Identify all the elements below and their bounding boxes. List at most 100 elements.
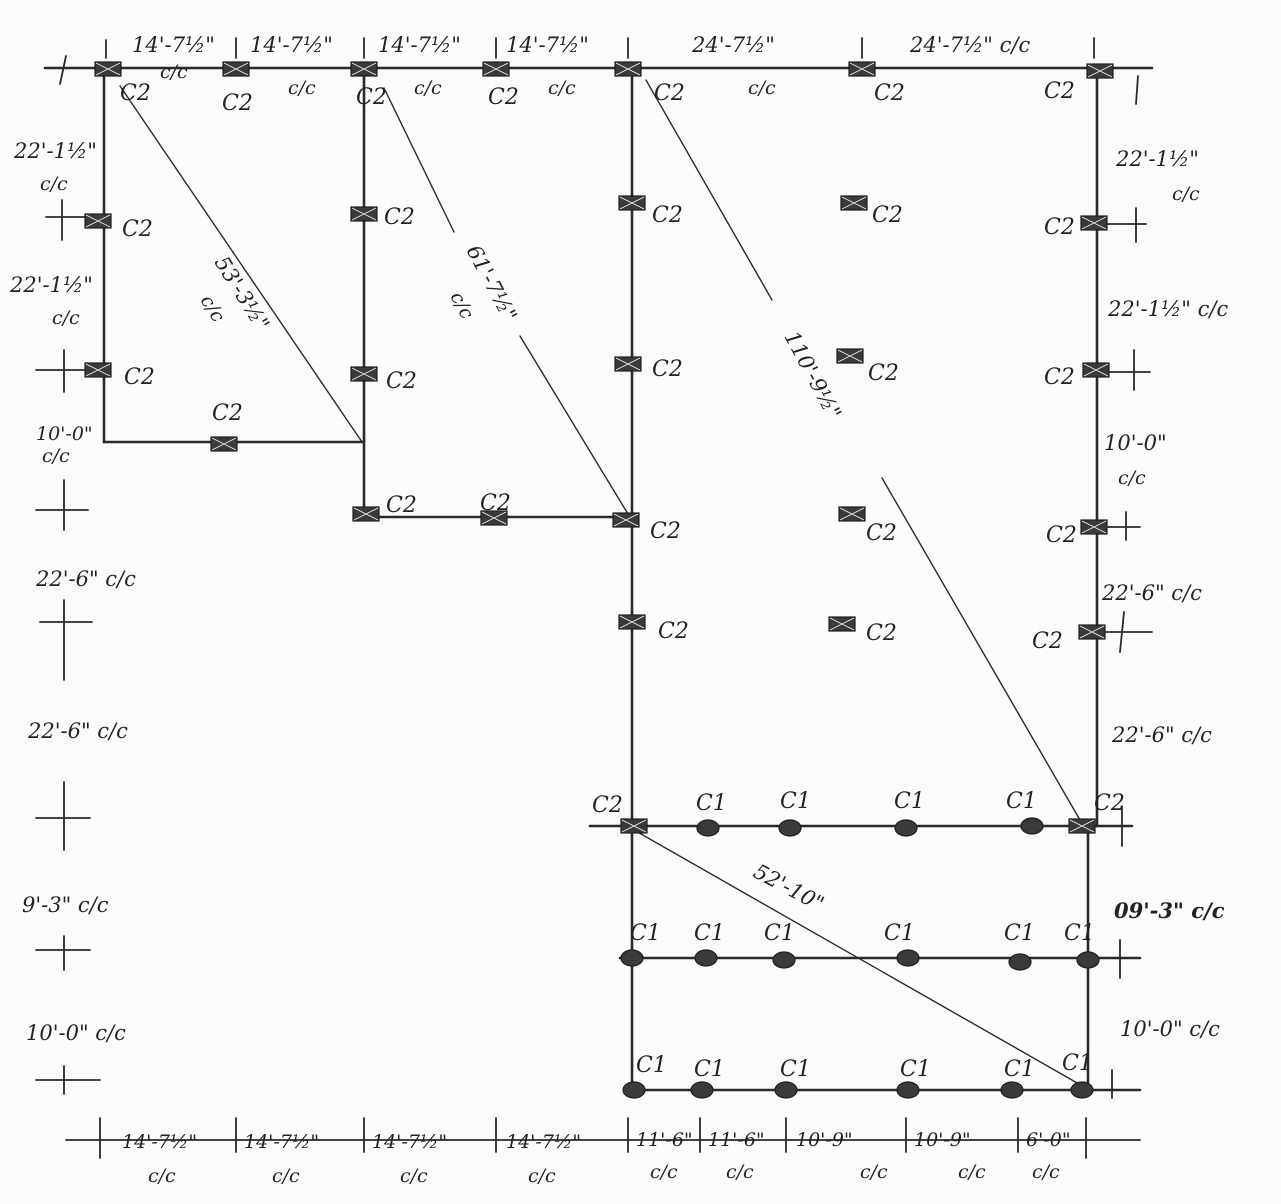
tick <box>1135 75 1139 105</box>
dim-right-5: 22'-6" c/c <box>1111 723 1212 747</box>
column-c1-marker <box>1000 1081 1024 1099</box>
column-label-c1: C1 <box>764 921 795 946</box>
dim-bottom-5-cc: c/c <box>650 1161 678 1183</box>
diagonal-line-3b <box>881 477 1081 821</box>
dim-top-5-cc: c/c <box>748 77 776 99</box>
column-label-c2: C2 <box>868 361 899 386</box>
column-c1-marker <box>694 949 718 967</box>
column-c1-marker <box>1020 817 1044 835</box>
diag-label-1-cc: c/c <box>196 291 230 326</box>
column-c2-marker <box>480 510 508 526</box>
column-label-c2: C2 <box>488 85 519 110</box>
column-c2-marker <box>84 213 112 229</box>
column-label-c2: C2 <box>1044 215 1075 240</box>
dim-bottom-4: 14'-7½" <box>506 1131 581 1153</box>
diagonal-labels: 53'-3½" c/c 61'-7½" c/c 110'-9½" 52'-10" <box>196 241 846 916</box>
column-label-c1: C1 <box>1006 789 1037 814</box>
column-label-c1: C1 <box>696 791 727 816</box>
dim-bottom-2-cc: c/c <box>272 1165 300 1187</box>
column-c2-marker <box>350 206 378 222</box>
tick <box>59 55 67 85</box>
column-label-c1: C1 <box>884 921 915 946</box>
column-label-c2: C2 <box>1046 523 1077 548</box>
column-c2-marker <box>620 818 648 834</box>
dim-top-4: 14'-7½" <box>506 33 589 57</box>
column-c2-marker <box>836 348 864 364</box>
column-label-c2: C2 <box>652 357 683 382</box>
column-c1-marker <box>1008 953 1032 971</box>
column-c1-marker <box>772 951 796 969</box>
dim-top-2: 14'-7½" <box>250 33 333 57</box>
column-label-c2: C2 <box>384 205 415 230</box>
diag-label-3: 110'-9½" <box>780 327 846 423</box>
dim-left-1-cc: c/c <box>40 173 68 195</box>
column-label-c1: C1 <box>780 1057 811 1082</box>
column-c2-marker <box>828 616 856 632</box>
column-c2-marker <box>618 614 646 630</box>
column-c2-marker <box>352 506 380 522</box>
column-label-c2: C2 <box>1044 365 1075 390</box>
column-label-c2: C2 <box>212 401 243 426</box>
column-c2-marker <box>612 512 640 528</box>
column-c2-marker <box>94 61 122 77</box>
column-label-c1: C1 <box>1004 921 1035 946</box>
dim-top-5: 24'-7½" <box>691 33 775 57</box>
top-ticks <box>59 37 1139 105</box>
dim-bottom-1-cc: c/c <box>148 1165 176 1187</box>
column-c1-marker <box>690 1081 714 1099</box>
column-label-c1: C1 <box>894 789 925 814</box>
diagonal-line-1 <box>119 85 363 443</box>
column-c1-marker <box>774 1081 798 1099</box>
dim-bottom-9: 6'-0" <box>1026 1129 1071 1151</box>
column-label-c1: C1 <box>694 921 725 946</box>
column-c2-marker <box>210 436 238 452</box>
column-c1-marker <box>622 1081 646 1099</box>
column-c2-marker <box>618 195 646 211</box>
column-c1-marker <box>896 1081 920 1099</box>
dim-bottom-8-cc: c/c <box>958 1161 986 1183</box>
column-label-c2: C2 <box>480 491 511 516</box>
column-label-c1: C1 <box>780 789 811 814</box>
diag-label-2-cc: c/c <box>446 288 479 323</box>
dim-left-7: 10'-0" c/c <box>26 1021 126 1045</box>
structural-lines <box>43 66 1154 1092</box>
diag-label-4: 52'-10" <box>750 859 828 916</box>
dim-bottom-7: 10'-9" <box>796 1129 853 1151</box>
dim-left-1: 22'-1½" <box>13 139 97 163</box>
dim-right-1: 22'-1½" <box>1115 147 1199 171</box>
column-c2-marker <box>1068 818 1096 834</box>
diagonal-line-3a <box>645 79 773 301</box>
right-dimensions: 22'-1½" c/c 22'-1½" c/c 10'-0" c/c 22'-6… <box>1101 147 1228 1041</box>
dim-right-3: 10'-0" <box>1104 431 1167 455</box>
column-label-c2: C2 <box>386 369 417 394</box>
column-c2-marker <box>84 362 112 378</box>
column-c2-marker <box>838 506 866 522</box>
dimension-ticks <box>35 37 1153 1159</box>
dim-bottom-3: 14'-7½" <box>372 1131 447 1153</box>
column-label-c2: C2 <box>650 519 681 544</box>
column-label-c1: C1 <box>694 1057 725 1082</box>
dim-left-6: 9'-3" c/c <box>22 893 109 917</box>
dim-bottom-8: 10'-9" <box>914 1129 971 1151</box>
column-c2-marker <box>1078 624 1106 640</box>
dim-top-3-cc: c/c <box>414 77 442 99</box>
column-label-c2: C2 <box>872 203 903 228</box>
column-c1-marker <box>696 819 720 837</box>
column-label-c2: C2 <box>652 203 683 228</box>
rect-columns <box>84 61 1114 834</box>
column-label-c2: C2 <box>122 217 153 242</box>
dim-right-2: 22'-1½" c/c <box>1107 297 1228 321</box>
dim-left-3: 10'-0" <box>36 423 93 445</box>
dim-right-4: 22'-6" c/c <box>1101 581 1202 605</box>
dim-left-5: 22'-6" c/c <box>27 719 128 743</box>
dim-left-4: 22'-6" c/c <box>35 567 136 591</box>
dim-right-3-cc: c/c <box>1118 467 1146 489</box>
diagonal-line-4 <box>633 829 1087 1089</box>
column-label-c2: C2 <box>222 91 253 116</box>
column-label-c1: C1 <box>1064 921 1095 946</box>
top-dimensions: 14'-7½" c/c 14'-7½" c/c 14'-7½" c/c 14'-… <box>132 33 1030 99</box>
left-ticks <box>35 199 101 1095</box>
column-label-c2: C2 <box>124 365 155 390</box>
